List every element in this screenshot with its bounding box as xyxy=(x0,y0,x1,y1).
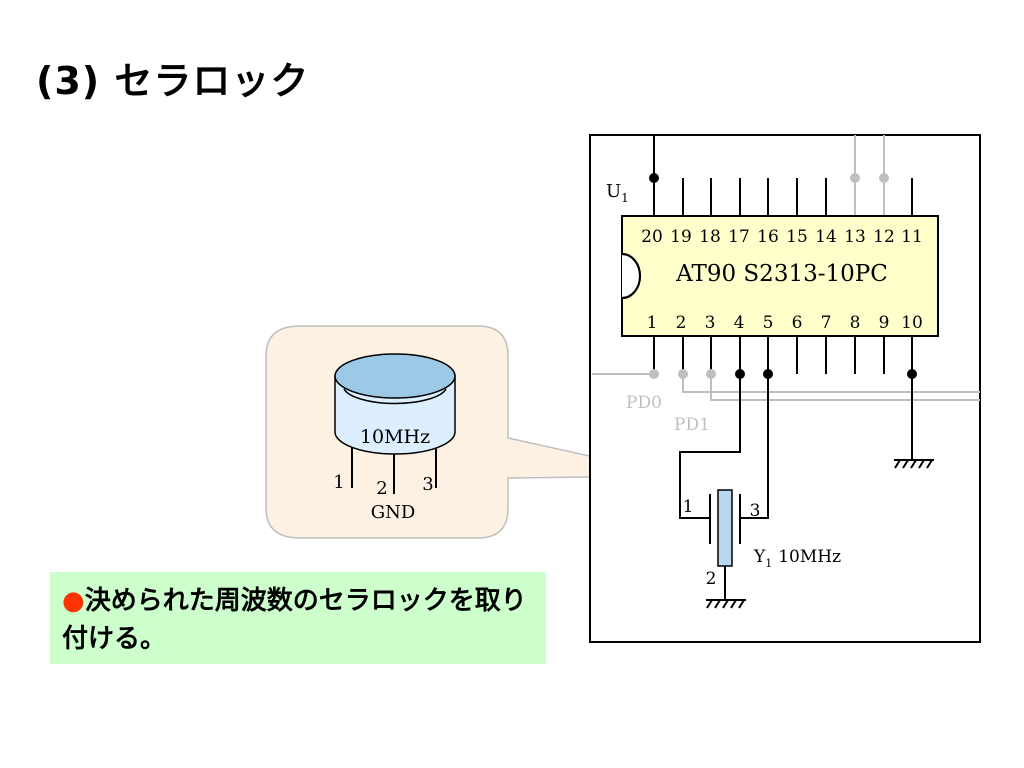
resonator-gnd-label: GND xyxy=(371,502,416,523)
top-pin-number: 16 xyxy=(757,227,779,247)
bottom-pin-number: 2 xyxy=(676,313,687,333)
top-pin-number: 19 xyxy=(670,227,692,247)
top-pin-number: 17 xyxy=(728,227,750,247)
crystal-ref-sub: 1 xyxy=(765,557,772,570)
bottom-pin-number: 7 xyxy=(821,313,832,333)
junction-dot xyxy=(907,369,917,379)
crystal-freq-label: 10MHz xyxy=(778,547,841,567)
resonator-pin1-label: 1 xyxy=(333,472,344,493)
junction-dot xyxy=(649,369,659,379)
bottom-pin-number: 4 xyxy=(734,313,745,333)
junction-dot xyxy=(735,369,745,379)
bullet-icon: ● xyxy=(62,586,85,616)
top-pin-number: 18 xyxy=(699,227,721,247)
bottom-pin-number: 8 xyxy=(850,313,861,333)
bottom-pin-number: 5 xyxy=(763,313,774,333)
top-pin-number: 15 xyxy=(786,227,808,247)
junction-dot xyxy=(763,369,773,379)
ground-symbol-icon xyxy=(894,374,934,469)
junction-dot xyxy=(649,173,659,183)
pd1-label: PD1 xyxy=(674,415,710,435)
serial-wires xyxy=(592,373,980,401)
resonator-pin2-label: 2 xyxy=(376,478,387,499)
top-pin-number: 13 xyxy=(844,227,866,247)
top-pin-number: 14 xyxy=(815,227,837,247)
bottom-pin-number: 1 xyxy=(647,313,658,333)
junction-dot xyxy=(706,369,716,379)
crystal-pin3-label: 3 xyxy=(750,501,761,521)
crystal-ref-prefix: Y xyxy=(753,547,766,567)
bottom-pin-number: 9 xyxy=(879,313,890,333)
note-box: ●決められた周波数のセラロックを取り付ける。 xyxy=(50,572,546,664)
chip-ref-label: U1 xyxy=(606,181,629,205)
chip-ref-prefix: U xyxy=(606,181,621,202)
resonator-pin3-label: 3 xyxy=(422,474,433,495)
bottom-pin-number: 10 xyxy=(901,313,923,333)
chip-ref-sub: 1 xyxy=(621,191,629,205)
junction-dot xyxy=(678,369,688,379)
bottom-pin-lines xyxy=(653,336,913,374)
bottom-pin-number: 3 xyxy=(705,313,716,333)
junction-dot xyxy=(850,173,860,183)
chip-body xyxy=(621,215,939,337)
slide-title: (3) セラロック xyxy=(36,59,310,103)
ground-symbol-icon xyxy=(706,599,746,609)
pd0-label: PD0 xyxy=(626,393,662,413)
top-pin-number: 20 xyxy=(641,227,663,247)
ceramic-resonator-icon xyxy=(334,353,456,494)
crystal-pin2-label: 2 xyxy=(706,569,717,589)
junction-dot xyxy=(879,173,889,183)
top-pin-lines xyxy=(653,135,913,216)
top-pin-number: 12 xyxy=(873,227,895,247)
crystal-symbol xyxy=(709,489,741,567)
top-pin-number: 11 xyxy=(901,227,923,247)
note-text: 決められた周波数のセラロックを取り付ける。 xyxy=(62,586,527,654)
crystal-pin1-label: 1 xyxy=(683,497,694,517)
crystal-wires xyxy=(679,374,769,600)
chip-name: AT90 S2313-10PC xyxy=(675,261,888,287)
resonator-freq-label: 10MHz xyxy=(360,426,430,448)
bottom-pin-number: 6 xyxy=(792,313,803,333)
crystal-ref-label: Y1 10MHz xyxy=(753,547,841,570)
